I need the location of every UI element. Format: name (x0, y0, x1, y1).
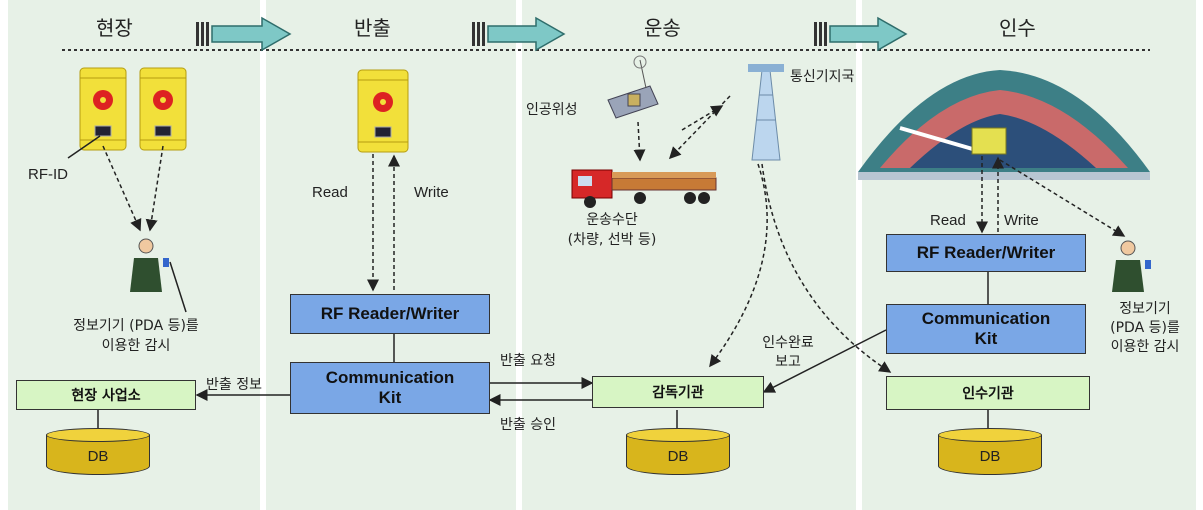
pda-label-1-line1: 정보기기 (PDA 등)를 (73, 318, 199, 334)
export-request-label: 반출 요청 (500, 353, 556, 369)
repository-icon (858, 70, 1150, 180)
db-label-1: DB (87, 448, 109, 465)
rfid-label: RF-ID (28, 166, 68, 183)
comm-kit-1-line2: Kit (378, 388, 402, 407)
phase-arrow-2 (472, 16, 566, 52)
db-top (938, 428, 1042, 442)
station-label: 통신기지국 (790, 69, 855, 85)
phase-site: 현장 (96, 16, 133, 40)
pda-label-1-line2: 이용한 감시 (101, 338, 171, 354)
done-report-line2: 보고 (775, 354, 801, 370)
pda-label-2-line3: 이용한 감시 (1110, 339, 1180, 355)
communication-kit-box-1: Communication Kit (290, 362, 490, 414)
phase-arrow-3 (814, 16, 908, 52)
write-label-2: Write (1004, 212, 1039, 229)
receiver-box: 인수기관 (886, 376, 1090, 410)
db-label-2: DB (667, 448, 689, 465)
lane-transport (522, 0, 856, 510)
db-top (46, 428, 150, 442)
export-approve-label: 반출 승인 (500, 417, 556, 433)
read-label-2: Read (930, 212, 966, 229)
read-label: Read (312, 184, 348, 201)
phase-arrow-1 (196, 16, 292, 52)
radiation-barrel-icon (139, 67, 187, 151)
person-pda-icon (130, 238, 169, 292)
vehicle-label-line1: 운송수단 (586, 212, 638, 228)
rf-reader-writer-box-1: RF Reader/Writer (290, 294, 490, 334)
communication-kit-box-2: Communication Kit (886, 304, 1086, 354)
person-pda-icon (1112, 240, 1151, 292)
done-report-label: 인수완료 보고 (748, 334, 828, 372)
satellite-label: 인공위성 (526, 102, 578, 118)
comm-kit-2-line2: Kit (974, 329, 998, 348)
pda-pointer (169, 261, 187, 313)
pda-label-2-line2: (PDA 등)를 (1110, 320, 1180, 336)
db-top (626, 428, 730, 442)
phase-receive: 인수 (999, 16, 1036, 40)
tower-icon (748, 64, 784, 161)
rfid-pointer (67, 135, 101, 159)
write-label: Write (414, 184, 449, 201)
radiation-barrel-icon (357, 69, 409, 153)
done-report-line1: 인수완료 (762, 335, 814, 351)
vehicle-label-line2: (차량, 선박 등) (567, 232, 657, 248)
db-label-3: DB (979, 448, 1001, 465)
pda-label-2: 정보기기 (PDA 등)를 이용한 감시 (1090, 300, 1200, 357)
pda-label-2-line1: 정보기기 (1119, 301, 1171, 317)
site-office-box: 현장 사업소 (16, 380, 196, 410)
database-cylinder-2: DB (626, 428, 730, 482)
rf-reader-writer-box-2: RF Reader/Writer (886, 234, 1086, 272)
phase-export: 반출 (354, 16, 391, 40)
database-cylinder-3: DB (938, 428, 1042, 482)
comm-kit-1-line1: Communication (325, 368, 455, 387)
vehicle-label: 운송수단 (차량, 선박 등) (552, 210, 672, 250)
truck-icon (571, 169, 717, 208)
phase-transport: 운송 (644, 16, 681, 40)
database-cylinder-1: DB (46, 428, 150, 482)
radiation-barrel-icon (79, 67, 127, 151)
comm-kit-2-line1: Communication (921, 309, 1051, 328)
satellite-icon (607, 55, 659, 119)
export-info-label: 반출 정보 (206, 377, 262, 393)
pda-label-1: 정보기기 (PDA 등)를 이용한 감시 (36, 316, 236, 356)
supervisor-box: 감독기관 (592, 376, 764, 408)
lane-site (8, 0, 260, 510)
